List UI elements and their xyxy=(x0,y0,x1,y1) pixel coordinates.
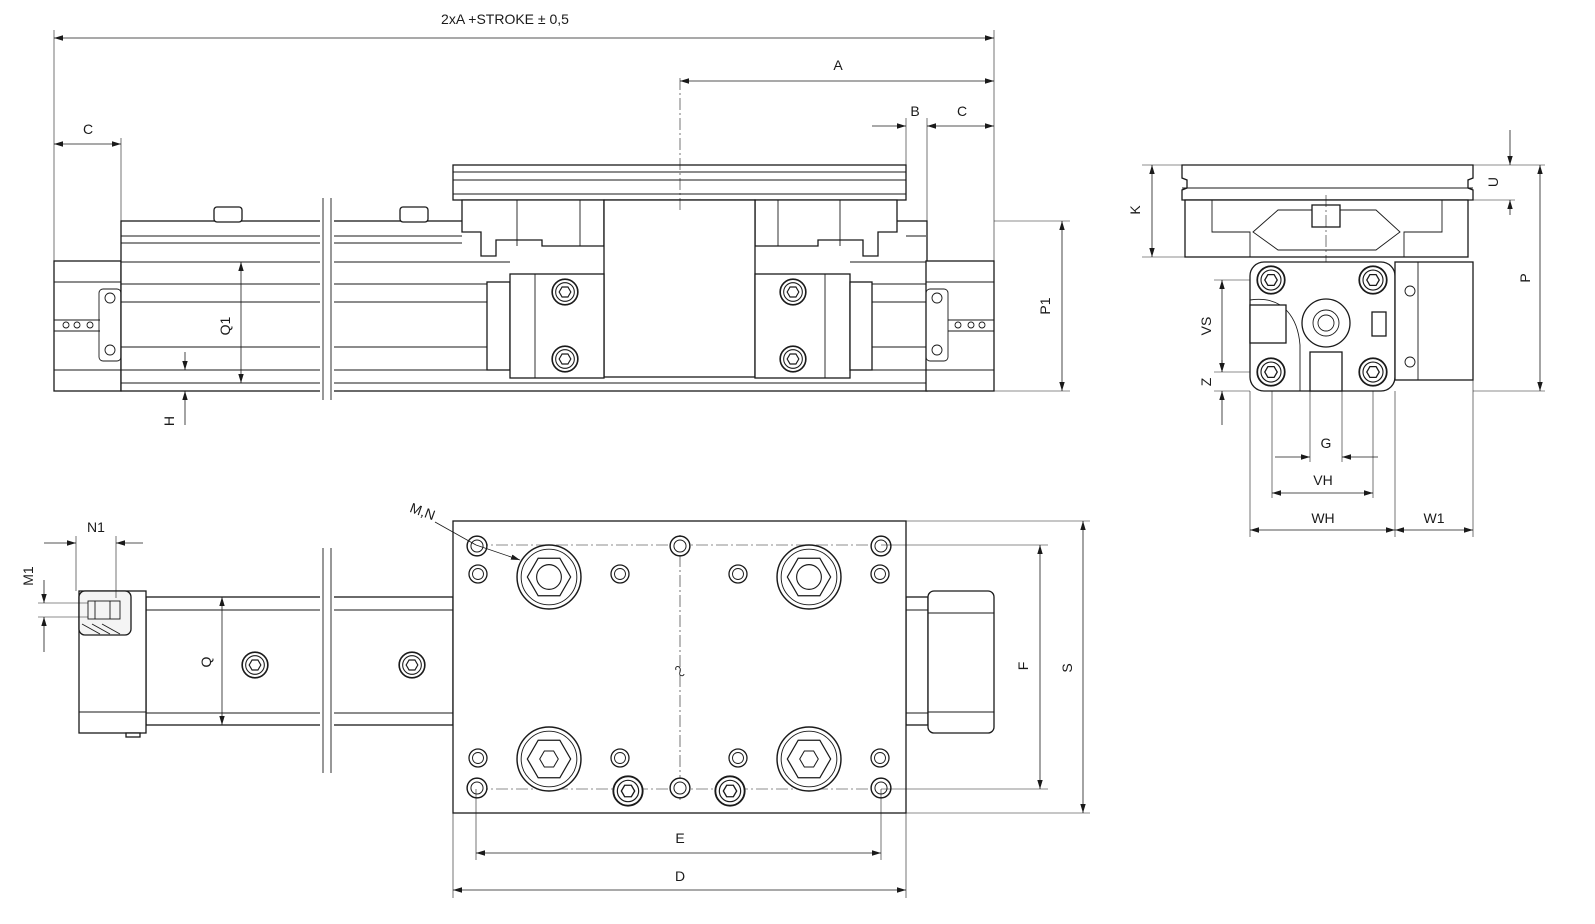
end-view-top-plate xyxy=(1181,164,1474,201)
side-view xyxy=(53,78,995,400)
label-vs: VS xyxy=(1198,317,1214,336)
label-c-left: C xyxy=(83,121,93,137)
label-mn: M,N xyxy=(408,499,438,523)
label-c-right: C xyxy=(957,103,967,119)
label-h: H xyxy=(161,416,177,426)
label-vh: VH xyxy=(1313,472,1332,488)
top-view-right-cap xyxy=(927,590,995,734)
label-w1: W1 xyxy=(1424,510,1445,526)
label-q1: Q1 xyxy=(217,316,233,335)
label-s: S xyxy=(1059,663,1075,672)
label-q: Q xyxy=(198,656,214,667)
piston-housing xyxy=(603,199,756,378)
label-u: U xyxy=(1485,177,1501,187)
label-b: B xyxy=(910,103,919,119)
label-wh: WH xyxy=(1311,510,1334,526)
label-e: E xyxy=(675,830,684,846)
label-p1: P1 xyxy=(1037,297,1053,314)
end-view-dimensions: K U P VS Z G VH WH W1 xyxy=(1127,130,1545,537)
label-g: G xyxy=(1321,435,1332,451)
label-d: D xyxy=(675,868,685,884)
label-f: F xyxy=(1015,662,1031,671)
top-view xyxy=(78,520,995,814)
label-k: K xyxy=(1127,205,1143,215)
right-end-cap xyxy=(925,260,995,392)
carriage-top-plate xyxy=(452,164,907,201)
label-z: Z xyxy=(1198,377,1214,386)
label-p: P xyxy=(1517,273,1533,282)
label-n1: N1 xyxy=(87,519,105,535)
label-a: A xyxy=(833,57,843,73)
label-total-length: 2xA +STROKE ± 0,5 xyxy=(441,11,569,27)
side-view-dimensions: 2xA +STROKE ± 0,5 A B C C P1 Q1 H xyxy=(53,11,1070,426)
label-m1: M1 xyxy=(20,566,36,586)
end-view xyxy=(1181,164,1474,392)
